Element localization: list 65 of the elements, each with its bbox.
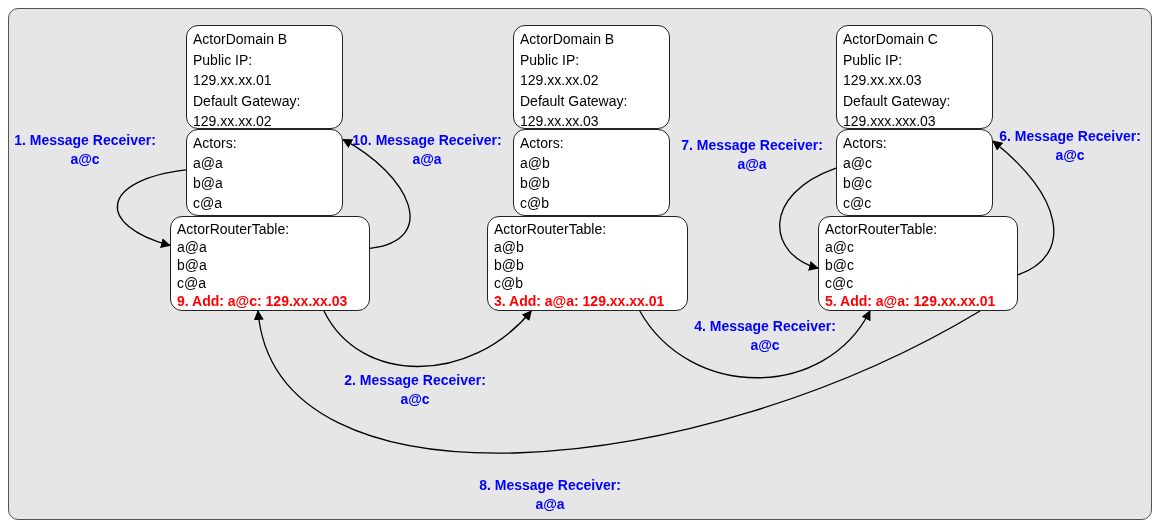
actors-box [186,129,343,216]
node-text: a@c [825,238,855,256]
node-text: c@c [825,274,855,292]
node-text: Actors: [520,134,565,153]
node-text: b@a [193,174,224,193]
arrow [779,167,837,270]
edge-label: 7. Message Receiver: a@a [680,136,824,174]
arrow [116,169,187,248]
edge-label: 10. Message Receiver: a@a [351,131,503,169]
node-text: c@a [193,194,223,213]
router-table-box [487,216,688,311]
arrow [255,310,981,454]
node-text: b@a [177,256,208,274]
node-text: Public IP: [843,50,904,70]
node-text: Default Gateway: [193,91,302,111]
router-table-box [818,216,1018,311]
domain-box [836,25,993,129]
domain-box [513,25,670,129]
node-text: ActorDomain C [843,30,939,49]
edge-label: 6. Message Receiver: a@c [998,127,1142,165]
node-text: 129.xx.xx.02 [193,112,273,131]
arrow [992,140,1055,276]
edge-label: 2. Message Receiver: a@c [343,371,487,409]
node-text: c@b [520,194,550,213]
node-text: 129.xx.xx.03 [843,71,923,90]
actors-box [836,129,993,216]
node-text: a@b [494,238,525,256]
node-text: 9. Add: a@c: 129.xx.xx.03 [177,292,349,310]
node-text: Public IP: [193,50,254,70]
arrow [323,310,532,368]
node-text: 129.xx.xx.03 [520,112,600,131]
node-text: ActorRouterTable: [825,220,939,238]
node-text: b@b [494,256,525,274]
node-text: b@b [520,174,551,193]
node-text: Public IP: [520,50,581,70]
node-text: 129.xxx.xxx.03 [843,112,937,131]
node-text: a@c [843,154,873,173]
node-text: 129.xx.xx.01 [193,71,273,90]
node-text: b@c [843,174,873,193]
node-text: c@b [494,274,524,292]
node-text: Default Gateway: [843,91,952,111]
node-text: Actors: [193,134,238,153]
edge-label: 8. Message Receiver: a@a [478,476,622,514]
node-text: 5. Add: a@a: 129.xx.xx.01 [825,292,997,310]
domain-box [186,25,343,129]
arrow [639,310,871,379]
node-text: 3. Add: a@a: 129.xx.xx.01 [494,292,666,310]
node-text: a@a [193,154,224,173]
node-text: ActorDomain B [520,30,616,49]
node-text: a@b [520,154,551,173]
actors-box [513,129,670,216]
node-text: Actors: [843,134,888,153]
edge-label: 4. Message Receiver: a@c [693,317,837,355]
edge-label: 1. Message Receiver: a@c [13,131,157,169]
node-text: c@a [177,274,207,292]
node-text: ActorRouterTable: [494,220,608,238]
arrow [342,138,411,249]
node-text: b@c [825,256,855,274]
node-text: a@a [177,238,208,256]
node-text: Default Gateway: [520,91,629,111]
node-text: ActorRouterTable: [177,220,291,238]
router-table-box [170,216,370,311]
node-text: c@c [843,194,873,213]
node-text: 129.xx.xx.02 [520,71,600,90]
node-text: ActorDomain B [193,30,289,49]
